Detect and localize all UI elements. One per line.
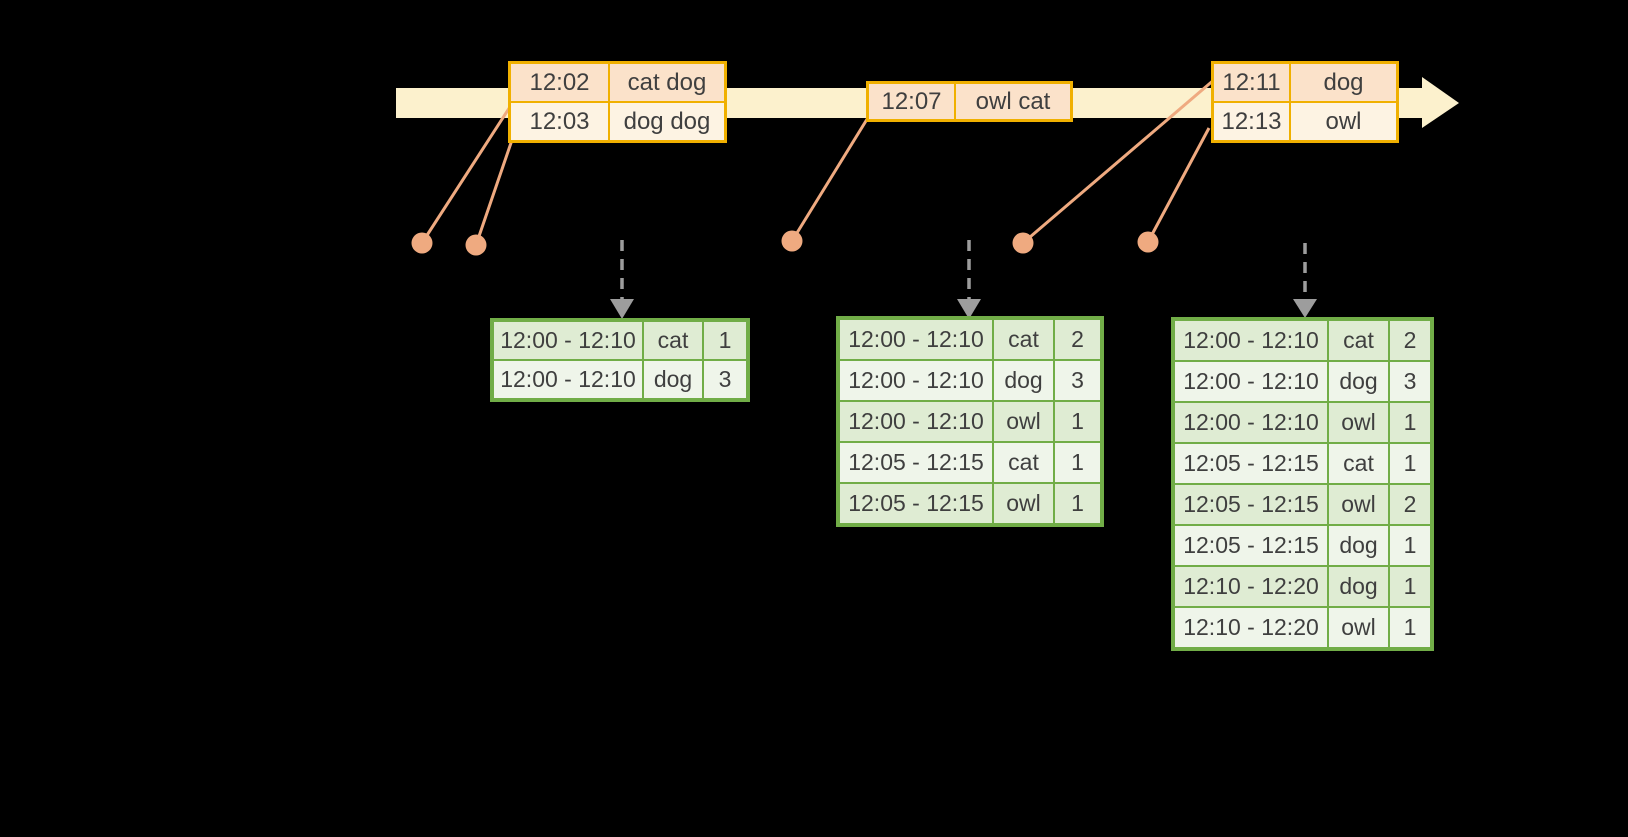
event-dot (465, 234, 487, 256)
result-word-cell: cat (992, 441, 1055, 484)
result-row: 12:10 - 12:20 dog 1 (1172, 565, 1433, 608)
result-word-cell: dog (1327, 524, 1390, 567)
result-count-cell: 3 (1388, 360, 1433, 403)
event-words-cell: owl cat (954, 81, 1073, 122)
event-time-cell: 12:11 (1211, 61, 1291, 103)
result-window-cell: 12:10 - 12:20 (1172, 606, 1329, 650)
timeline-arrowhead-icon (1422, 77, 1459, 128)
result-window-cell: 12:05 - 12:15 (1172, 442, 1329, 485)
result-word-cell: owl (1327, 606, 1390, 650)
event-row: 12:07 owl cat (866, 81, 1073, 122)
event-connector-line (474, 139, 514, 246)
result-window-cell: 12:00 - 12:10 (1172, 360, 1329, 403)
event-table-3: 12:11 dog 12:13 owl (1211, 61, 1399, 143)
result-window-cell: 12:05 - 12:15 (837, 441, 994, 484)
result-row: 12:00 - 12:10 owl 1 (1172, 401, 1433, 444)
result-row: 12:00 - 12:10 owl 1 (837, 400, 1103, 443)
result-window-cell: 12:00 - 12:10 (1172, 318, 1329, 362)
result-word-cell: cat (642, 319, 704, 361)
event-row: 12:11 dog (1211, 61, 1399, 103)
result-count-cell: 2 (1053, 317, 1103, 361)
result-count-cell: 1 (1388, 565, 1433, 608)
result-window-cell: 12:00 - 12:10 (837, 317, 994, 361)
result-word-cell: cat (1327, 442, 1390, 485)
result-row: 12:05 - 12:15 dog 1 (1172, 524, 1433, 567)
event-dot (781, 230, 803, 252)
result-count-cell: 1 (1388, 606, 1433, 650)
result-count-cell: 1 (1388, 401, 1433, 444)
event-table-1: 12:02 cat dog 12:03 dog dog (508, 61, 727, 143)
trigger-arrowhead-icon (610, 299, 634, 319)
result-word-cell: dog (642, 359, 704, 401)
result-count-cell: 1 (1053, 400, 1103, 443)
result-count-cell: 3 (1053, 359, 1103, 402)
result-row: 12:00 - 12:10 dog 3 (491, 359, 749, 401)
event-time-cell: 12:13 (1211, 101, 1291, 143)
result-window-cell: 12:00 - 12:10 (837, 400, 994, 443)
result-row: 12:00 - 12:10 cat 1 (491, 319, 749, 361)
result-word-cell: cat (1327, 318, 1390, 362)
result-word-cell: owl (992, 400, 1055, 443)
result-row: 12:05 - 12:15 cat 1 (837, 441, 1103, 484)
result-count-cell: 2 (1388, 318, 1433, 362)
event-time-cell: 12:03 (508, 101, 610, 143)
event-dot (1137, 231, 1159, 253)
result-table-1: 12:00 - 12:10 cat 1 12:00 - 12:10 dog 3 (490, 318, 750, 402)
result-row: 12:00 - 12:10 cat 2 (837, 317, 1103, 361)
result-window-cell: 12:05 - 12:15 (1172, 524, 1329, 567)
result-word-cell: dog (992, 359, 1055, 402)
trigger-arrowhead-icon (957, 299, 981, 319)
event-connector-line (420, 95, 519, 244)
event-connector-line (1022, 77, 1216, 245)
result-row: 12:00 - 12:10 dog 3 (1172, 360, 1433, 403)
event-words-cell: owl (1289, 101, 1399, 143)
event-connector-line (1146, 127, 1211, 243)
result-count-cell: 3 (702, 359, 749, 401)
event-words-cell: dog dog (608, 101, 727, 143)
event-table-2: 12:07 owl cat (866, 81, 1073, 122)
result-table-3: 12:00 - 12:10 cat 2 12:00 - 12:10 dog 3 … (1171, 317, 1434, 651)
result-count-cell: 1 (1053, 441, 1103, 484)
event-row: 12:03 dog dog (508, 101, 727, 143)
result-count-cell: 1 (1388, 524, 1433, 567)
result-window-cell: 12:00 - 12:10 (491, 319, 644, 361)
event-row: 12:13 owl (1211, 101, 1399, 143)
result-word-cell: cat (992, 317, 1055, 361)
result-word-cell: owl (1327, 401, 1390, 444)
event-words-cell: dog (1289, 61, 1399, 103)
result-count-cell: 1 (702, 319, 749, 361)
result-count-cell: 2 (1388, 483, 1433, 526)
result-count-cell: 1 (1053, 482, 1103, 526)
result-word-cell: dog (1327, 360, 1390, 403)
result-window-cell: 12:00 - 12:10 (1172, 401, 1329, 444)
result-row: 12:00 - 12:10 dog 3 (837, 359, 1103, 402)
event-row: 12:02 cat dog (508, 61, 727, 103)
result-row: 12:05 - 12:15 cat 1 (1172, 442, 1433, 485)
result-table-2: 12:00 - 12:10 cat 2 12:00 - 12:10 dog 3 … (836, 316, 1104, 527)
result-row: 12:10 - 12:20 owl 1 (1172, 606, 1433, 650)
event-dot (1012, 232, 1034, 254)
event-time-cell: 12:07 (866, 81, 956, 122)
event-words-cell: cat dog (608, 61, 727, 103)
event-connector-line (790, 115, 871, 242)
result-row: 12:05 - 12:15 owl 1 (837, 482, 1103, 526)
result-window-cell: 12:00 - 12:10 (837, 359, 994, 402)
result-window-cell: 12:05 - 12:15 (837, 482, 994, 526)
trigger-arrowhead-icon (1293, 299, 1317, 318)
result-window-cell: 12:00 - 12:10 (491, 359, 644, 401)
result-word-cell: dog (1327, 565, 1390, 608)
event-dot (411, 232, 433, 254)
result-row: 12:05 - 12:15 owl 2 (1172, 483, 1433, 526)
result-count-cell: 1 (1388, 442, 1433, 485)
result-word-cell: owl (1327, 483, 1390, 526)
result-window-cell: 12:10 - 12:20 (1172, 565, 1329, 608)
result-window-cell: 12:05 - 12:15 (1172, 483, 1329, 526)
event-time-cell: 12:02 (508, 61, 610, 103)
result-word-cell: owl (992, 482, 1055, 526)
result-row: 12:00 - 12:10 cat 2 (1172, 318, 1433, 362)
